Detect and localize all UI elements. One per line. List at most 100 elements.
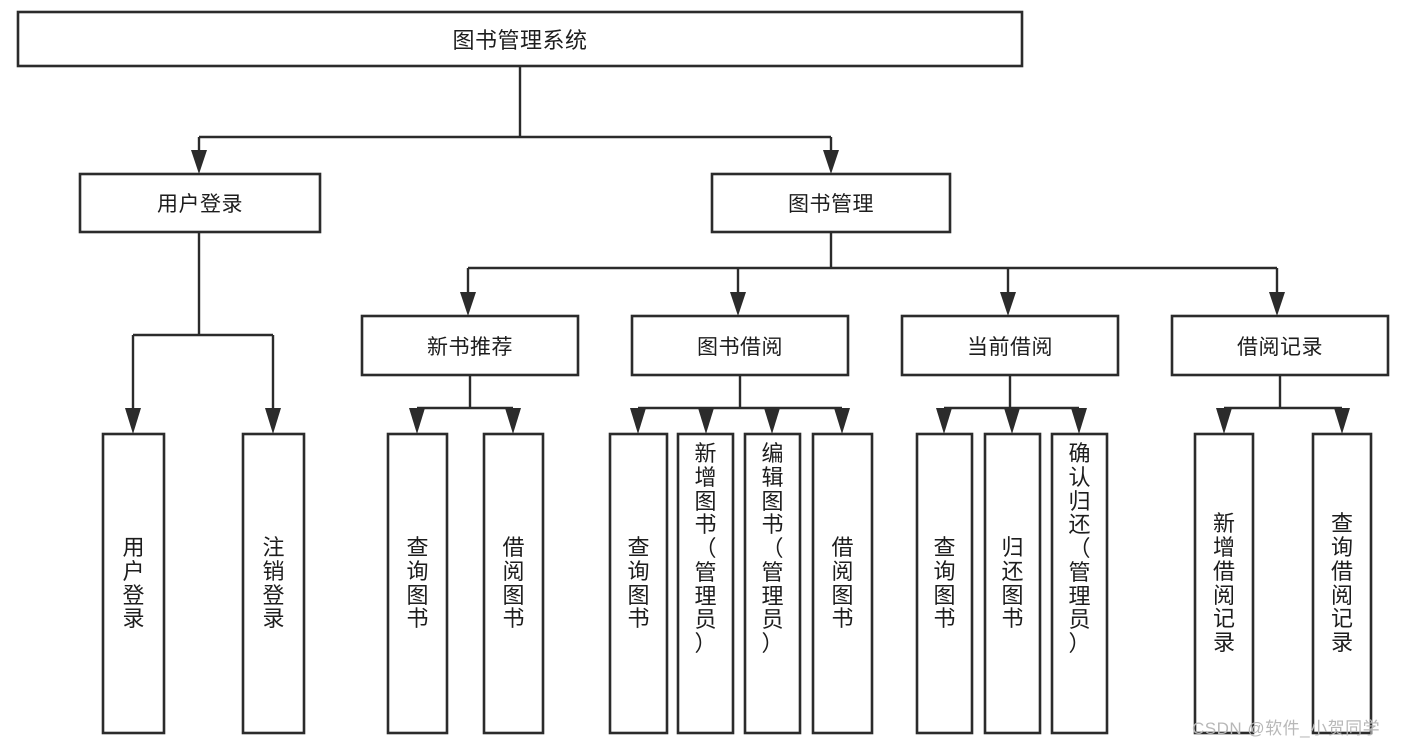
label-char: 辑 xyxy=(761,464,784,490)
node-box-new-book-recommend[interactable] xyxy=(360,314,580,377)
arrowhead-book-borrow-to-leaf-edit-book xyxy=(764,408,780,434)
arrowhead-book-borrow-to-leaf-borrow-book-2 xyxy=(834,408,850,434)
node-label-leaf-query-book-2: 查询图书 xyxy=(610,434,667,733)
label-char: 书 xyxy=(627,606,650,632)
label-char: 书 xyxy=(406,606,429,632)
node-box-leaf-borrow-book-1[interactable] xyxy=(482,432,545,735)
label-char: 理 xyxy=(1068,583,1091,609)
label-char: 员 xyxy=(761,607,784,633)
arrowhead-book-borrow-to-leaf-add-book xyxy=(698,408,714,434)
label-char: 书 xyxy=(933,606,956,632)
node-box-current-borrow[interactable] xyxy=(900,314,1120,377)
node-box-leaf-query-book-1[interactable] xyxy=(386,432,449,735)
node-label-leaf-return-book: 归还图书 xyxy=(985,434,1040,733)
node-label-leaf-user-login: 用户登录 xyxy=(103,434,164,733)
node-box-leaf-add-record[interactable] xyxy=(1193,432,1255,735)
label-char: ） xyxy=(1068,631,1091,656)
label-char: 登 xyxy=(262,582,285,608)
label-char: 认 xyxy=(1068,464,1091,490)
node-box-leaf-logout[interactable] xyxy=(241,432,306,735)
arrowhead-root-to-book-manage xyxy=(823,150,839,174)
label-char: 理 xyxy=(761,583,784,609)
label-char: 借 xyxy=(1212,558,1235,584)
node-label-leaf-add-book: 新增图书（管理员） xyxy=(678,442,733,733)
label-char: 管 xyxy=(694,559,717,585)
label-char: 图 xyxy=(1001,582,1024,608)
node-label-leaf-logout: 注销登录 xyxy=(243,434,304,733)
label-char: 员 xyxy=(1068,607,1091,633)
label-char: 图 xyxy=(627,582,650,608)
arrowhead-new-book-recommend-to-leaf-borrow-book-1 xyxy=(505,408,521,434)
label-char: 书 xyxy=(694,512,717,538)
label-char: 图 xyxy=(406,582,429,608)
arrowhead-user-login-to-leaf-user-login xyxy=(125,408,141,434)
node-label-leaf-query-book-3: 查询图书 xyxy=(917,434,972,733)
label-char: （ xyxy=(1068,536,1091,561)
node-box-root[interactable] xyxy=(16,10,1024,68)
node-box-borrow-record[interactable] xyxy=(1170,314,1390,377)
node-label-leaf-add-record: 新增借阅记录 xyxy=(1195,434,1253,733)
node-box-leaf-borrow-book-2[interactable] xyxy=(811,432,874,735)
label-char: 图 xyxy=(831,582,854,608)
label-char: 阅 xyxy=(1212,582,1235,608)
node-box-leaf-query-book-2[interactable] xyxy=(608,432,669,735)
arrowhead-book-manage-to-book-borrow xyxy=(730,292,746,316)
label-char: ） xyxy=(694,631,717,656)
node-box-leaf-query-book-3[interactable] xyxy=(915,432,974,735)
label-char: 还 xyxy=(1001,558,1024,584)
label-char: 用 xyxy=(122,535,145,560)
label-char: 图 xyxy=(502,582,525,608)
node-box-leaf-edit-book[interactable] xyxy=(743,432,802,735)
node-box-book-borrow[interactable] xyxy=(630,314,850,377)
label-char: 还 xyxy=(1068,512,1091,538)
label-char: 查 xyxy=(1330,511,1353,537)
label-char: 阅 xyxy=(1330,582,1353,608)
label-char: 员 xyxy=(694,607,717,633)
node-box-book-manage[interactable] xyxy=(710,172,952,234)
arrowhead-new-book-recommend-to-leaf-query-book-1 xyxy=(409,408,425,434)
arrowhead-borrow-record-to-leaf-add-record xyxy=(1216,408,1232,434)
label-char: 查 xyxy=(627,535,650,560)
node-box-leaf-return-book[interactable] xyxy=(983,432,1042,735)
arrowhead-book-manage-to-borrow-record xyxy=(1269,292,1285,316)
label-char: 借 xyxy=(1330,558,1353,584)
arrowhead-book-borrow-to-leaf-query-book-2 xyxy=(630,408,646,434)
label-char: 阅 xyxy=(831,558,854,584)
label-char: （ xyxy=(694,536,717,561)
arrowhead-root-to-user-login xyxy=(191,150,207,174)
label-char: 询 xyxy=(933,558,956,584)
node-label-leaf-borrow-book-1: 借阅图书 xyxy=(484,434,543,733)
label-char: 新 xyxy=(694,441,717,466)
label-char: 录 xyxy=(1212,630,1235,655)
label-char: 查 xyxy=(933,535,956,560)
node-box-leaf-add-book[interactable] xyxy=(676,432,735,735)
label-char: 编 xyxy=(761,441,784,466)
node-box-leaf-query-record[interactable] xyxy=(1311,432,1373,735)
label-char: 查 xyxy=(406,535,429,560)
label-char: 注 xyxy=(262,535,285,560)
node-box-leaf-user-login[interactable] xyxy=(101,432,166,735)
label-char: 询 xyxy=(406,558,429,584)
node-box-leaf-confirm-return[interactable] xyxy=(1050,432,1109,735)
node-label-leaf-query-record: 查询借阅记录 xyxy=(1313,434,1371,733)
label-char: 记 xyxy=(1212,606,1235,632)
label-char: 管 xyxy=(1068,559,1091,585)
label-char: 图 xyxy=(761,488,784,514)
label-char: 询 xyxy=(627,558,650,584)
label-char: 书 xyxy=(1001,606,1024,632)
label-char: 录 xyxy=(122,606,145,632)
label-char: 询 xyxy=(1330,535,1353,560)
node-box-user-login[interactable] xyxy=(78,172,322,234)
label-char: ） xyxy=(761,631,784,656)
label-char: （ xyxy=(761,536,784,561)
label-char: 销 xyxy=(262,558,285,584)
arrowhead-book-manage-to-new-book-recommend xyxy=(460,292,476,316)
arrowhead-user-login-to-leaf-logout xyxy=(265,408,281,434)
node-label-leaf-query-book-1: 查询图书 xyxy=(388,434,447,733)
label-char: 录 xyxy=(262,606,285,632)
label-char: 书 xyxy=(761,512,784,538)
node-label-leaf-edit-book: 编辑图书（管理员） xyxy=(745,442,800,733)
label-char: 阅 xyxy=(502,558,525,584)
